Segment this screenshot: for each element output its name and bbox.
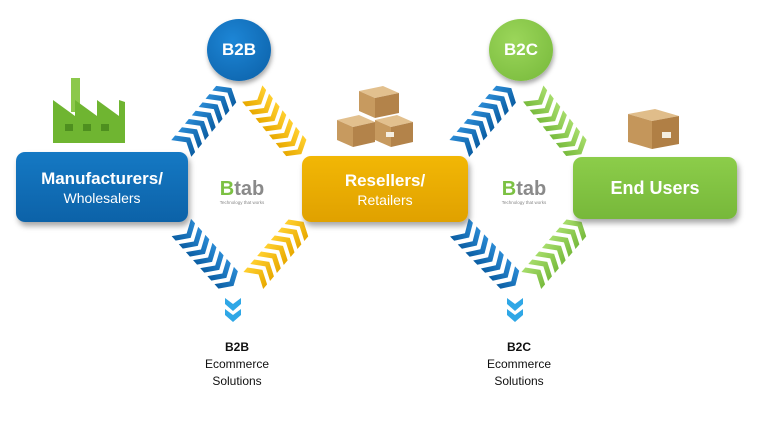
chevron-arrow-icon [248, 93, 273, 115]
b2c-circle: B2C [489, 19, 553, 81]
chevron-arrow-icon [269, 118, 293, 140]
logo-rest: tab [516, 178, 547, 200]
resellers-subtitle: Retailers [357, 191, 413, 208]
chevron-arrow-icon [212, 85, 237, 108]
chevron-arrow-icon [456, 127, 481, 149]
btab-logo: Btab Technology that works [494, 178, 554, 205]
chevron-arrow-icon [275, 126, 300, 148]
chevron-arrow-icon [555, 227, 580, 249]
chevron-arrow-icon [457, 226, 481, 249]
chevron-arrow-icon [284, 219, 309, 241]
chevron-arrow-icon [178, 226, 203, 249]
resellers-node: Resellers/ Retailers [302, 156, 468, 222]
chevron-arrow-icon [473, 242, 497, 265]
chevron-arrow-icon [555, 126, 581, 148]
chevron-arrow-icon [277, 227, 302, 249]
chevron-arrow-icon [191, 110, 216, 132]
chevron-arrow-icon [523, 85, 548, 107]
arrow-b2b-solutions-to-resellers [243, 219, 309, 289]
chevron-arrow-icon [255, 101, 280, 123]
chevron-arrow-icon [262, 110, 287, 132]
b2b-solutions-label: B2B Ecommerce Solutions [187, 339, 287, 390]
chevron-arrow-icon [478, 102, 502, 124]
arrow-resellers-to-b2c-solutions [450, 218, 520, 289]
chevron-arrow-icon [207, 258, 231, 281]
manufacturers-title: Manufacturers/ [41, 168, 163, 188]
btab-logo: Btab Technology that works [212, 178, 272, 205]
arrow-b2c-solutions-to-end-users [521, 219, 587, 289]
solution-line: Ecommerce [486, 357, 551, 371]
logo-rest: tab [234, 178, 265, 200]
logo-letter: B [219, 178, 235, 200]
chevron-arrow-icon [548, 235, 573, 257]
chevron-arrow-icon [205, 94, 230, 116]
arrow-mfr-to-b2b [171, 85, 237, 157]
logo-tagline: Technology that works [219, 200, 265, 205]
chevron-arrow-icon [562, 219, 587, 241]
stacked-boxes-icon [337, 86, 413, 147]
chevron-arrow-icon [535, 251, 559, 273]
chevron-arrow-icon [193, 242, 217, 265]
logo-tagline: Technology that works [501, 200, 547, 205]
end-users-node: End Users [573, 157, 737, 219]
chevron-arrow-icon [250, 259, 274, 281]
chevron-arrow-icon [521, 267, 546, 289]
arrow-b2b-to-resellers [242, 85, 307, 157]
chevron-arrow-icon [536, 102, 561, 123]
chevron-arrow-icon [184, 118, 209, 141]
manufacturers-subtitle: Wholesalers [63, 189, 141, 206]
chevron-arrow-icon [171, 218, 196, 241]
chevron-arrow-icon [243, 267, 268, 289]
chevron-arrow-icon [529, 93, 554, 115]
chevron-arrow-icon [178, 127, 202, 149]
solution-line: Solutions [212, 374, 262, 388]
resellers-title: Resellers/ [344, 170, 426, 190]
chevron-arrow-icon [480, 250, 504, 273]
chevron-arrow-icon [542, 110, 567, 132]
solution-title: B2C [506, 340, 531, 354]
end-users-title: End Users [610, 177, 700, 198]
solution-title: B2B [224, 340, 249, 354]
factory-icon [53, 78, 125, 143]
chevron-arrow-icon [449, 135, 474, 157]
manufacturers-node: Manufacturers/ Wholesalers [16, 152, 188, 222]
chevron-arrow-icon [496, 266, 520, 289]
box-icon [628, 109, 679, 149]
chevron-arrow-icon [542, 243, 566, 265]
chevron-arrow-icon [485, 94, 509, 116]
chevron-arrow-icon [465, 234, 489, 257]
chevron-arrow-icon [264, 243, 288, 265]
arrow-b2c-to-end-users [523, 85, 587, 157]
chevron-arrow-icon [198, 102, 223, 124]
chevron-arrow-icon [528, 259, 552, 281]
chevron-arrow-icon [171, 135, 196, 157]
chevron-arrow-icon [549, 118, 574, 140]
chevron-arrow-icon [562, 135, 587, 157]
solution-line: Ecommerce [204, 357, 269, 371]
arrow-resellers-to-b2c [449, 85, 516, 157]
b2b-down-arrow-icon [225, 298, 241, 322]
chevron-arrow-icon [257, 251, 281, 273]
chevron-arrow-icon [185, 234, 210, 257]
chevron-arrow-icon [214, 266, 238, 289]
b2c-down-arrow-icon [507, 298, 523, 322]
chevron-arrow-icon [470, 110, 495, 133]
chevron-arrow-icon [450, 218, 473, 241]
chevron-arrow-icon [270, 235, 295, 257]
chevron-arrow-icon [242, 85, 267, 107]
arrow-mfr-to-b2b-solutions [171, 218, 238, 289]
logo-letter: B [501, 178, 517, 200]
chevron-arrow-icon [492, 85, 516, 108]
chevron-arrow-icon [488, 258, 512, 281]
b2c-solutions-label: B2C Ecommerce Solutions [469, 339, 569, 390]
chevron-arrow-icon [200, 250, 224, 273]
chevron-arrow-icon [463, 118, 488, 141]
chevron-arrow-icon [282, 135, 307, 157]
b2b-circle: B2B [207, 19, 271, 81]
solution-line: Solutions [494, 374, 544, 388]
